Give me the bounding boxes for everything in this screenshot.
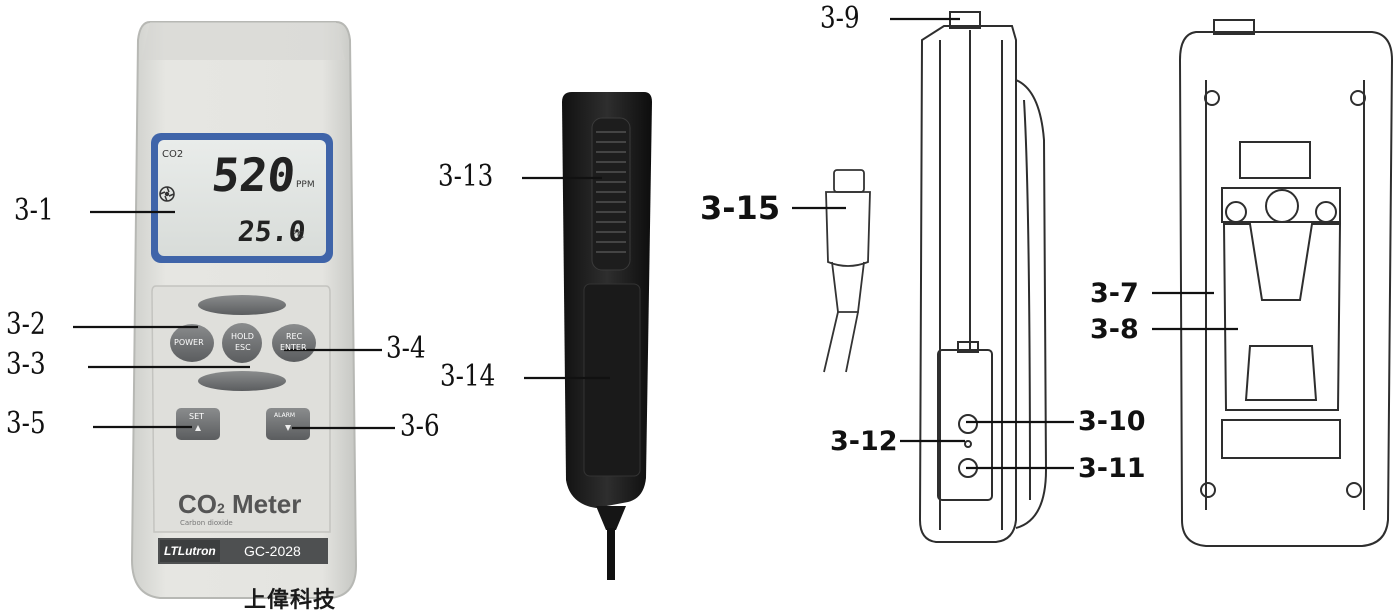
callout-3-2: 3-2 — [6, 307, 46, 342]
callout-3-15: 3-15 — [700, 189, 781, 227]
meter-title-rest: Meter — [224, 489, 302, 519]
callout-3-9: 3-9 — [820, 1, 860, 36]
probe-sensor — [562, 92, 652, 580]
callout-3-6: 3-6 — [400, 409, 440, 444]
rec-button-label[interactable]: REC — [286, 332, 303, 341]
model-number: GC-2028 — [244, 543, 301, 559]
callout-3-11: 3-11 — [1078, 453, 1146, 484]
lcd-co2-reading: 520 — [209, 148, 298, 202]
meter-side-view — [918, 11, 1048, 543]
lcd-gas-label: CO2 — [162, 149, 184, 160]
callout-3-4: 3-4 — [386, 331, 426, 366]
set-button[interactable]: SET — [189, 412, 205, 421]
meter-front — [130, 21, 358, 599]
meter-title: CO2 Meter — [178, 491, 301, 517]
hold-button-label[interactable]: HOLD — [231, 332, 254, 341]
callout-3-14: 3-14 — [440, 359, 496, 394]
alarm-button[interactable]: ALARM — [274, 412, 296, 419]
meter-subtitle: Carbon dioxide — [180, 519, 233, 527]
meter-title-subscript: 2 — [217, 500, 225, 516]
callout-3-8: 3-8 — [1090, 314, 1139, 345]
enter-button-label[interactable]: ENTER — [280, 343, 307, 352]
lcd-unit-label: PPM — [296, 180, 315, 190]
probe-plug — [823, 169, 871, 373]
callout-3-12: 3-12 — [830, 426, 898, 457]
callout-3-7: 3-7 — [1090, 278, 1139, 309]
callout-3-1: 3-1 — [14, 193, 54, 228]
callout-3-13: 3-13 — [438, 159, 494, 194]
callout-3-3: 3-3 — [6, 347, 46, 382]
leader-lines — [73, 17, 1238, 470]
meter-rear-view — [1178, 19, 1394, 547]
company-watermark: 上偉科技 — [244, 588, 337, 613]
lcd-temp-unit: °C — [292, 230, 304, 241]
meter-title-co: CO — [178, 489, 217, 519]
brand-logo: LTLutron — [164, 544, 216, 558]
esc-button-label[interactable]: ESC — [235, 343, 251, 352]
fan-icon — [159, 186, 175, 202]
callout-3-5: 3-5 — [6, 406, 46, 441]
power-button[interactable]: POWER — [174, 338, 204, 347]
callout-3-10: 3-10 — [1078, 406, 1146, 437]
